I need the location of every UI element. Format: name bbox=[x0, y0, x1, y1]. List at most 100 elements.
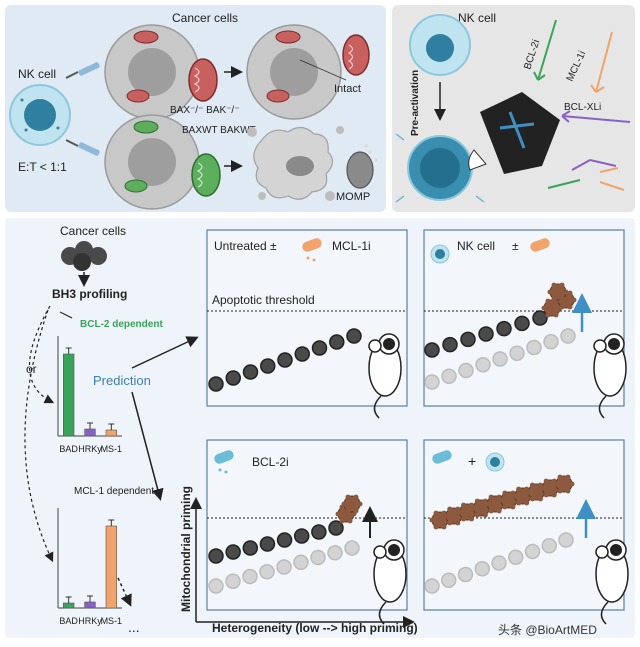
bh3-workflow: Cancer cells BH3 profiling or BCL-2 depe… bbox=[24, 224, 199, 635]
cell-marker bbox=[543, 334, 559, 350]
x-axis-label: Heterogeneity (low --> high priming) bbox=[212, 621, 418, 635]
panel-nk: NK cell ± bbox=[423, 229, 625, 407]
cell-marker bbox=[508, 549, 524, 565]
cell-marker bbox=[242, 568, 258, 585]
mcl1i-drug-label: MCL-1i bbox=[332, 239, 371, 253]
cell-marker bbox=[225, 573, 241, 589]
mcl1-dependent-label: MCL-1 dependent bbox=[74, 486, 154, 497]
cell-marker bbox=[478, 326, 494, 342]
cell-marker bbox=[276, 532, 293, 548]
nk-cell-resting bbox=[409, 14, 471, 76]
cell-marker bbox=[225, 544, 241, 560]
apoptotic-threshold-label: Apoptotic threshold bbox=[212, 293, 315, 307]
cell-marker bbox=[310, 549, 326, 566]
nk-panel-label: NK cell bbox=[457, 239, 495, 253]
top-right-panel: NK cell Pre-activation BCL-2i bbox=[392, 5, 635, 212]
bar-bad bbox=[63, 353, 75, 437]
cell-marker bbox=[225, 370, 241, 386]
shield-icon bbox=[468, 92, 560, 174]
cell-marker bbox=[208, 578, 224, 594]
nk-cell bbox=[9, 84, 71, 146]
cancer-cells-cluster bbox=[61, 241, 107, 271]
nk-cell-activated bbox=[395, 133, 485, 203]
syringe-icon-2 bbox=[65, 139, 100, 156]
bclxli-arrow bbox=[561, 110, 631, 123]
mouse-icon bbox=[368, 333, 402, 419]
bcl2-dependent-label: BCL-2 dependent bbox=[80, 319, 163, 330]
nk-cell-label: NK cell bbox=[18, 67, 56, 81]
bar-ms-1 bbox=[105, 525, 117, 609]
cell-marker bbox=[259, 564, 275, 580]
cell-marker bbox=[242, 540, 259, 556]
preactivation-label: Pre-activation bbox=[410, 70, 421, 136]
mitochondrion-momp bbox=[346, 144, 378, 189]
combo-cell-row bbox=[424, 474, 575, 594]
cell-marker bbox=[457, 566, 474, 583]
mouse-icon bbox=[595, 539, 629, 625]
bar-label-ms-1: MS-1 bbox=[101, 616, 123, 626]
panel-combo: + bbox=[423, 439, 625, 611]
cancer-cell-ko bbox=[104, 24, 200, 120]
momp-label: MOMP bbox=[336, 191, 370, 203]
syringe-icon bbox=[65, 62, 100, 79]
bax-wt-label: BAXWT BAKWT bbox=[182, 125, 256, 136]
nk-pm-label: ± bbox=[512, 239, 519, 253]
cancer-cells-label: Cancer cells bbox=[60, 224, 126, 238]
cancer-cell-intact bbox=[246, 24, 342, 120]
cell-marker bbox=[329, 334, 345, 350]
bar-ms-1 bbox=[105, 429, 117, 437]
bar-label-hrky: HRKy bbox=[78, 444, 102, 454]
untreated-cell-row bbox=[208, 328, 362, 392]
cell-marker bbox=[514, 315, 530, 332]
intact-label: Intact bbox=[334, 83, 361, 95]
cell-marker bbox=[346, 328, 362, 344]
cell-marker bbox=[276, 559, 292, 575]
panel-bcl2i: BCL-2i bbox=[206, 439, 408, 611]
cell-marker bbox=[328, 520, 344, 536]
bar-hrky bbox=[84, 428, 96, 437]
nk-cell-label-right: NK cell bbox=[458, 11, 496, 25]
cell-marker bbox=[526, 339, 542, 356]
cell-marker bbox=[442, 336, 458, 353]
untreated-label: Untreated ± bbox=[214, 239, 277, 253]
top-left-panel: Cancer cells NK cell E:T < 1:1 BAX⁻ bbox=[5, 5, 386, 212]
deflected-inhibitors bbox=[547, 159, 625, 191]
mouse-icon bbox=[373, 539, 407, 625]
mitochondrion-intact bbox=[188, 58, 218, 102]
cell-marker bbox=[327, 545, 343, 561]
ellipsis-label: ... bbox=[128, 619, 140, 635]
cell-marker bbox=[311, 524, 327, 540]
cancer-cell-wt bbox=[104, 114, 200, 210]
nk-cell-icon bbox=[430, 244, 450, 264]
cell-marker bbox=[492, 351, 508, 367]
cell-marker bbox=[541, 538, 557, 554]
cell-marker bbox=[424, 578, 440, 594]
bcl2i-panel-label: BCL-2i bbox=[252, 455, 289, 469]
capsule-icon bbox=[302, 238, 322, 262]
capsule-icon-4 bbox=[432, 450, 452, 464]
apoptotic-cell bbox=[247, 126, 344, 201]
bar-label-hrky: HRKy bbox=[78, 616, 102, 626]
cell-marker bbox=[458, 362, 474, 379]
bcl2i-cell-row bbox=[208, 494, 363, 594]
bar-hrky bbox=[84, 601, 96, 609]
cell-marker bbox=[560, 328, 576, 344]
cell-marker bbox=[293, 528, 310, 544]
cell-marker bbox=[424, 374, 440, 390]
cell-marker bbox=[424, 342, 440, 358]
mitochondrion-wt bbox=[191, 153, 221, 197]
cell-marker bbox=[441, 368, 457, 384]
cell-marker bbox=[293, 554, 309, 570]
cell-marker bbox=[260, 358, 276, 374]
watermark: 头条 @BioArtMED bbox=[498, 623, 597, 637]
cell-marker bbox=[532, 310, 548, 326]
capsule-icon-2 bbox=[530, 238, 550, 252]
mcl1i-arrow bbox=[590, 31, 613, 93]
mouse-icon bbox=[593, 333, 627, 419]
prediction-label: Prediction bbox=[93, 373, 151, 388]
cell-marker bbox=[242, 364, 259, 380]
cell-marker bbox=[474, 561, 490, 577]
cell-marker bbox=[208, 548, 224, 564]
